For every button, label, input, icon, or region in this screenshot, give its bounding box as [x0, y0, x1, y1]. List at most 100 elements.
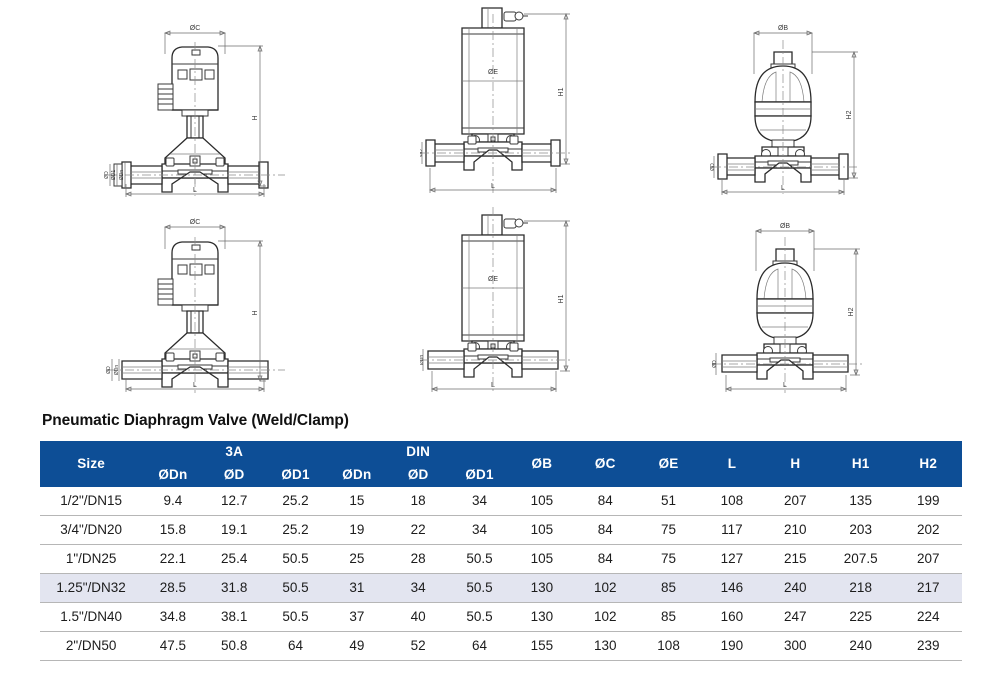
table-cell: 84: [573, 515, 637, 545]
group-header-din: DIN: [387, 441, 449, 463]
dimension-h1: H1: [524, 14, 570, 164]
group-header-3a: 3A: [203, 441, 265, 463]
table-cell: 135: [826, 487, 895, 516]
dim-label-h: H: [252, 310, 259, 315]
dim-label-pipe: ØD: [420, 149, 424, 157]
drawing-plastic-actuator-clamp-end: ØC: [100, 6, 345, 201]
table-cell: 199: [894, 487, 962, 516]
table-cell: 215: [763, 544, 827, 574]
dimension-l: L: [432, 371, 556, 392]
actuator-top-port: [482, 215, 528, 235]
table-cell: 25.4: [203, 544, 265, 574]
col-header-diameter-b: ØB: [510, 441, 574, 487]
dimension-h2: H2: [812, 52, 858, 178]
table-cell: 19: [326, 515, 388, 545]
cad-svg: ØC: [106, 219, 345, 397]
table-cell: 64: [264, 631, 327, 661]
table-cell: 25: [326, 544, 388, 574]
col-header-l: L: [700, 441, 764, 487]
drawings-area: ØC: [100, 0, 1000, 400]
table-cell: 50.5: [448, 602, 511, 632]
dimension-l: L: [722, 180, 844, 195]
table-cell: 50.5: [448, 573, 511, 603]
table-cell: 117: [700, 515, 764, 545]
table-cell: 50.8: [203, 631, 265, 661]
table-cell: 28.5: [142, 573, 204, 603]
drawing-plastic-actuator-weld-end: ØC: [100, 205, 345, 397]
group-header-spacer-2: [264, 441, 327, 463]
actuator-plastic: [158, 242, 218, 333]
dimension-diameter-c: ØC: [165, 219, 225, 249]
table-cell: 105: [510, 544, 574, 574]
dim-label-l: L: [783, 382, 787, 389]
table-cell: 31: [326, 573, 388, 603]
pipe-ends-weld: [712, 355, 862, 372]
col-header-din-d1: ØD1: [448, 463, 511, 487]
table-sub-header-row: ØDn ØD ØD1 ØDn ØD ØD1: [40, 463, 962, 487]
table-cell: 51: [636, 487, 701, 516]
table-cell: 34: [387, 573, 449, 603]
table-cell-size: 1"/DN25: [40, 544, 143, 574]
table-cell: 217: [894, 573, 962, 603]
dimension-diameter-c: ØC: [165, 25, 225, 54]
dimension-diameter-b: ØB: [754, 25, 812, 74]
table-cell: 130: [510, 573, 574, 603]
table-cell: 50.5: [448, 544, 511, 574]
col-header-3a-dn: ØDn: [142, 463, 204, 487]
drawing-cylinder-actuator-clamp-end: ØE: [420, 4, 635, 201]
table-cell: 203: [826, 515, 895, 545]
table-cell: 25.2: [264, 515, 327, 545]
dim-label-diameter-b: ØB: [778, 25, 788, 32]
dimension-l: L: [430, 168, 556, 193]
dim-label-h1: H1: [558, 87, 565, 96]
col-header-din-d: ØD: [387, 463, 449, 487]
cad-svg: ØB: [710, 25, 925, 201]
table-cell: 108: [636, 631, 701, 661]
col-header-3a-d: ØD: [203, 463, 265, 487]
table-cell: 130: [573, 631, 637, 661]
table-cell: 239: [894, 631, 962, 661]
dimension-h1: H1: [524, 221, 570, 371]
table-cell: 50.5: [264, 573, 327, 603]
table-cell: 146: [700, 573, 764, 603]
table-group-header-row: Size 3A DIN ØB ØC ØE L H H1 H2: [40, 441, 962, 487]
col-header-h1: H1: [826, 441, 895, 487]
table-cell: 85: [636, 602, 701, 632]
dimension-pipe-diameters: ØD: [420, 142, 424, 164]
table-cell: 225: [826, 602, 895, 632]
pipe-ends-weld: [420, 351, 572, 369]
table-cell: 28: [387, 544, 449, 574]
table-cell: 130: [510, 602, 574, 632]
group-header-spacer-1: [142, 441, 204, 463]
table-cell: 47.5: [142, 631, 204, 661]
table-cell: 18: [387, 487, 449, 516]
table-cell: 50.5: [264, 544, 327, 574]
table-cell: 207.5: [826, 544, 895, 574]
actuator-top-port: [482, 8, 528, 28]
table-cell: 19.1: [203, 515, 265, 545]
dim-label-h2: H2: [846, 110, 853, 119]
table-cell: 84: [573, 544, 637, 574]
table-cell: 218: [826, 573, 895, 603]
dim-label-pipe-dn: ØDn: [114, 365, 120, 376]
dim-label-h1: H1: [558, 294, 565, 303]
cad-svg: ØE: [420, 205, 635, 397]
dim-label-diameter-b: ØB: [780, 223, 790, 230]
table-cell: 34: [448, 515, 511, 545]
col-header-diameter-c: ØC: [573, 441, 637, 487]
table-cell: 127: [700, 544, 764, 574]
dimension-l: L: [726, 375, 846, 392]
dimension-h: H: [218, 241, 266, 381]
dim-label-l: L: [491, 183, 495, 190]
dim-label-pipe-dn: ØDn: [119, 170, 125, 181]
table-cell: 12.7: [203, 487, 265, 516]
dim-label-pipe: ØD: [106, 366, 112, 374]
dimension-pipe-diameters: ØD: [712, 353, 718, 375]
table-cell: 190: [700, 631, 764, 661]
page-title: Pneumatic Diaphragm Valve (Weld/Clamp): [42, 412, 349, 429]
col-header-h: H: [763, 441, 827, 487]
table-cell: 52: [387, 631, 449, 661]
